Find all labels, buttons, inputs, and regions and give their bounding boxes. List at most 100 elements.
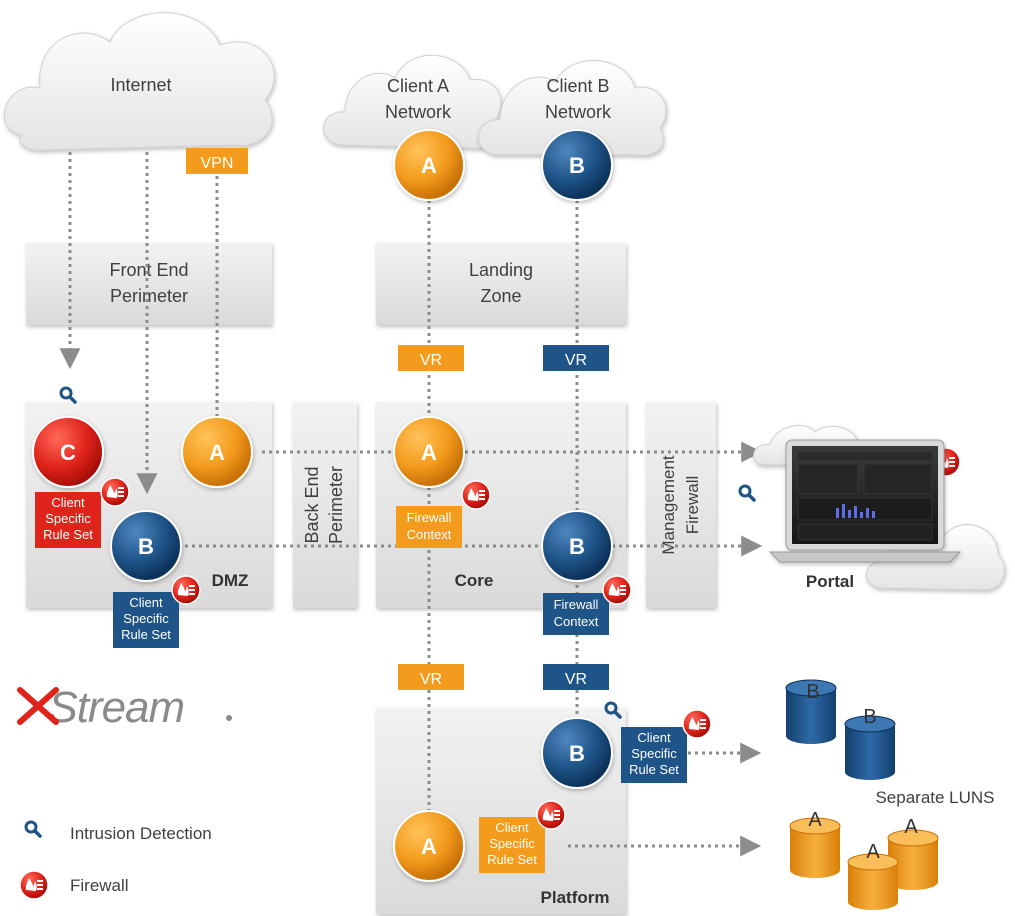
back-end-perimeter-zone — [293, 402, 357, 608]
lun-b-1-label: B — [806, 681, 819, 703]
vr-tag-a-top-label: VR — [420, 352, 442, 369]
platform-a-node — [393, 810, 465, 882]
portal-label: Portal — [806, 572, 854, 591]
dmz-b-rule-line1: Client — [129, 595, 163, 610]
core-a-node-label: A — [421, 440, 437, 465]
platform-a-rule-line2: Specific — [489, 836, 535, 851]
back-end-label-line1: Back End — [302, 466, 322, 543]
platform-b-rule-set-box — [621, 727, 687, 783]
core-a-node — [393, 416, 465, 488]
legend-firewall-label: Firewall — [70, 876, 129, 895]
platform-a-firewall-icon — [536, 800, 566, 830]
legend-intrusion-label: Intrusion Detection — [70, 824, 212, 843]
dmz-c-node — [32, 416, 104, 488]
front-end-label-line2: Perimeter — [110, 286, 188, 306]
platform-a-rule-line3: Rule Set — [487, 852, 537, 867]
core-b-node-label: B — [569, 534, 585, 559]
front-end-perimeter-zone — [26, 243, 272, 325]
xstream-logo-text: XStream — [19, 683, 184, 732]
platform-b-rule-line2: Specific — [631, 746, 677, 761]
client-b-node-label: B — [569, 153, 585, 178]
vpn-tag-label: VPN — [201, 155, 234, 172]
lun-a-2-label: A — [904, 816, 918, 838]
lun-a-3-label: A — [866, 841, 880, 863]
vr-tag-b-bottom-label: VR — [565, 671, 587, 688]
dmz-c-firewall-icon — [100, 477, 130, 507]
legend-magnifier-icon — [24, 820, 42, 838]
landing-label-line1: Landing — [469, 260, 533, 280]
lun-a-1-label: A — [808, 809, 822, 831]
core-b-context-line2: Context — [554, 614, 599, 629]
platform-a-rule-line1: Client — [495, 820, 529, 835]
lun-a-2 — [887, 829, 939, 890]
dmz-b-node-label: B — [138, 534, 154, 559]
dmz-c-rule-set-box — [35, 492, 101, 548]
core-b-node — [541, 510, 613, 582]
client-b-cloud — [478, 60, 667, 157]
client-a-node-label: A — [421, 153, 437, 178]
core-a-firewall-context-box — [396, 506, 462, 548]
core-a-context-line1: Firewall — [407, 510, 452, 525]
platform-b-node — [541, 717, 613, 789]
landing-label-line2: Zone — [480, 286, 521, 306]
laptop-image — [768, 439, 962, 563]
management-label-line2: Firewall — [683, 476, 702, 535]
core-b-firewall-context-box — [543, 593, 609, 635]
dmz-c-node-label: C — [60, 440, 76, 465]
vr-tag-a-bottom-label: VR — [420, 671, 442, 688]
client-b-label-line1: Client B — [546, 76, 609, 96]
dmz-c-rule-line1: Client — [51, 495, 85, 510]
platform-b-rule-line1: Client — [637, 730, 671, 745]
dmz-a-node — [181, 416, 253, 488]
platform-label: Platform — [541, 888, 610, 907]
dmz-c-rule-line2: Specific — [45, 511, 91, 526]
core-b-firewall-icon — [602, 575, 632, 605]
vr-tag-b-bottom — [543, 664, 609, 690]
dmz-c-rule-line3: Rule Set — [43, 527, 93, 542]
internet-label: Internet — [110, 75, 171, 95]
dmz-label: DMZ — [212, 571, 249, 590]
core-b-context-line1: Firewall — [554, 597, 599, 612]
management-label-line1: Management — [659, 455, 678, 555]
legend-firewall-icon — [19, 870, 49, 900]
lun-a-3 — [847, 853, 899, 910]
vpn-tag — [186, 148, 248, 174]
front-end-label-line1: Front End — [109, 260, 188, 280]
portal-magnifier-icon — [738, 484, 756, 502]
dmz-b-rule-line2: Specific — [123, 611, 169, 626]
dmz-b-firewall-icon — [171, 575, 201, 605]
lun-b-1 — [785, 679, 837, 744]
management-firewall-zone — [646, 402, 716, 608]
lun-a-1 — [789, 817, 841, 878]
separate-luns-label: Separate LUNS — [875, 788, 994, 807]
lun-b-2 — [844, 715, 896, 780]
dmz-magnifier-icon — [59, 386, 77, 404]
client-a-label-line1: Client A — [387, 76, 449, 96]
vr-tag-a-top — [398, 345, 464, 371]
dmz-b-rule-set-box — [113, 592, 179, 648]
vr-tag-b-top-label: VR — [565, 352, 587, 369]
platform-b-rule-line3: Rule Set — [629, 762, 679, 777]
client-b-node — [541, 129, 613, 201]
client-b-label-line2: Network — [545, 102, 612, 122]
platform-a-node-label: A — [421, 834, 437, 859]
core-label: Core — [455, 571, 494, 590]
platform-b-node-label: B — [569, 741, 585, 766]
core-a-firewall-icon — [461, 480, 491, 510]
xstream-logo: XStream — [17, 683, 232, 732]
client-a-label-line2: Network — [385, 102, 452, 122]
dmz-b-rule-line3: Rule Set — [121, 627, 171, 642]
dmz-b-node — [110, 510, 182, 582]
platform-b-firewall-icon — [682, 709, 712, 739]
client-a-node — [393, 129, 465, 201]
landing-zone — [376, 243, 626, 325]
internet-cloud — [3, 12, 275, 151]
back-end-label-line2: Perimeter — [326, 466, 346, 544]
core-a-context-line2: Context — [407, 527, 452, 542]
vr-tag-b-top — [543, 345, 609, 371]
platform-a-rule-set-box — [479, 817, 545, 873]
lun-b-2-label: B — [863, 706, 876, 728]
vr-tag-a-bottom — [398, 664, 464, 690]
dmz-a-node-label: A — [209, 440, 225, 465]
